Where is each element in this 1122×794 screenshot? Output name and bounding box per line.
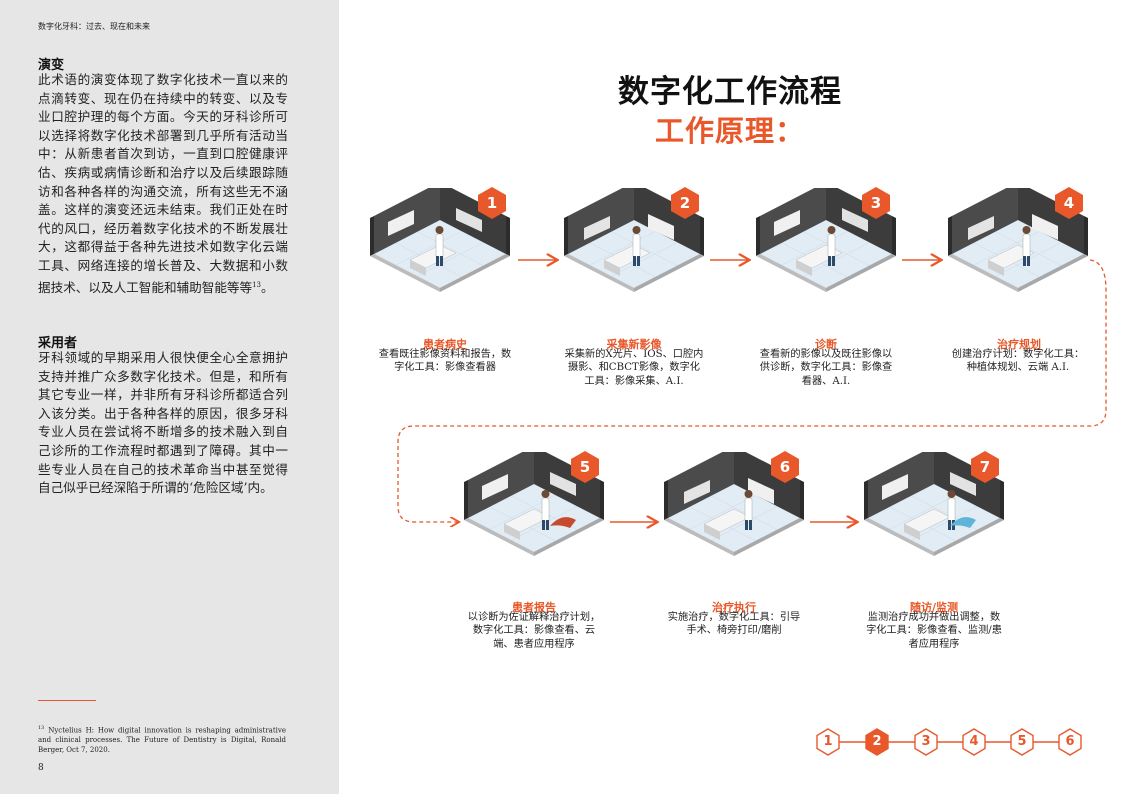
step-number: 4 (1063, 194, 1075, 212)
workflow-subtitle: 工作原理： (654, 114, 805, 148)
step-description: 查看既往影像资料和报告，数字化工具：影像查看器 (378, 349, 512, 374)
page-nav-label: 4 (969, 734, 979, 749)
step-number: 5 (579, 458, 591, 476)
step-title: 患者报告 (512, 601, 556, 614)
section-heading-adopters: 采用者 (38, 336, 78, 351)
step-title: 治疗规划 (997, 338, 1041, 351)
step-title: 采集新影像 (606, 338, 662, 351)
footnote-divider (38, 700, 96, 701)
page-nav-item-5[interactable]: 5 (1010, 728, 1034, 756)
footnote-text: Nyctelius H: How digital innovation is r… (38, 726, 286, 755)
isometric-room-illustration (464, 452, 604, 556)
sidebar-panel: 数字化牙科：过去、现在和未来 演变 此术语的演变体现了数字化技术一直以来的点滴转… (0, 0, 339, 794)
page-nav-item-2[interactable]: 2 (865, 728, 889, 756)
step-title: 治疗执行 (712, 601, 756, 614)
step-description: 采集新的X光片、IOS、口腔内摄影、和CBCT影像，数字化工具：影像采集、A.I… (564, 349, 704, 387)
page-number: 8 (38, 763, 44, 773)
step-number-badge: 2 (670, 186, 700, 220)
step-number-badge: 4 (1054, 186, 1084, 220)
step-title: 患者病史 (423, 338, 467, 351)
page-nav-label: 5 (1017, 734, 1027, 749)
section-body-text: 此术语的演变体现了数字化技术一直以来的点滴转变、现在仍在持续中的转变、以及专业口… (38, 72, 288, 295)
section-body-evolution: 此术语的演变体现了数字化技术一直以来的点滴转变、现在仍在持续中的转变、以及专业口… (38, 71, 288, 297)
step-number: 6 (779, 458, 791, 476)
step-number: 7 (979, 458, 991, 476)
step-number-badge: 3 (861, 186, 891, 220)
step-number-badge: 1 (477, 186, 507, 220)
isometric-room-illustration (564, 188, 704, 292)
section-heading-evolution: 演变 (38, 58, 65, 73)
step-description: 以诊断为佐证解释治疗计划，数字化工具：影像查看、云端、患者应用程序 (467, 612, 601, 650)
page-nav-label: 6 (1065, 734, 1075, 749)
step-number: 3 (870, 194, 882, 212)
footnote-ref[interactable]: 13 (252, 280, 262, 289)
step-number-badge: 5 (570, 450, 600, 484)
page-nav-label: 3 (921, 734, 931, 749)
isometric-room-illustration (370, 188, 510, 292)
step-number: 1 (486, 194, 498, 212)
isometric-room-illustration (756, 188, 896, 292)
step-number: 2 (679, 194, 691, 212)
section-body-adopters: 牙科领域的早期采用人很快便全心全意拥护支持并推广众多数字化技术。但是，和所有其它… (38, 350, 288, 496)
workflow-title: 数字化工作流程 (618, 74, 842, 110)
isometric-room-illustration (948, 188, 1088, 292)
page-nav-item-1[interactable]: 1 (816, 728, 840, 756)
step-title: 随访/监测 (909, 601, 959, 614)
page-nav-item-4[interactable]: 4 (962, 728, 986, 756)
step-title: 诊断 (815, 338, 837, 351)
step-number-badge: 6 (770, 450, 800, 484)
page-nav-label: 1 (823, 734, 833, 749)
section-body-tail: 。 (261, 279, 274, 295)
footnote: 13 Nyctelius H: How digital innovation i… (38, 723, 286, 755)
step-description: 查看新的影像以及既往影像以供诊断，数字化工具：影像查看器、A.I. (759, 349, 893, 387)
running-header: 数字化牙科：过去、现在和未来 (38, 22, 150, 31)
step-description: 监测治疗成功并做出调整，数字化工具：影像查看、监测/患者应用程序 (866, 612, 1002, 650)
page-nav-item-3[interactable]: 3 (914, 728, 938, 756)
page-nav-label: 2 (872, 734, 882, 749)
footnote-number: 13 (38, 725, 45, 731)
step-number-badge: 7 (970, 450, 1000, 484)
isometric-room-illustration (664, 452, 804, 556)
page-nav-item-6[interactable]: 6 (1058, 728, 1082, 756)
step-description: 创建治疗计划：数字化工具：种植体规划、云端 A.I. (951, 349, 1085, 374)
isometric-room-illustration (864, 452, 1004, 556)
step-description: 实施治疗，数字化工具：引导手术、椅旁打印/磨削 (667, 612, 801, 637)
